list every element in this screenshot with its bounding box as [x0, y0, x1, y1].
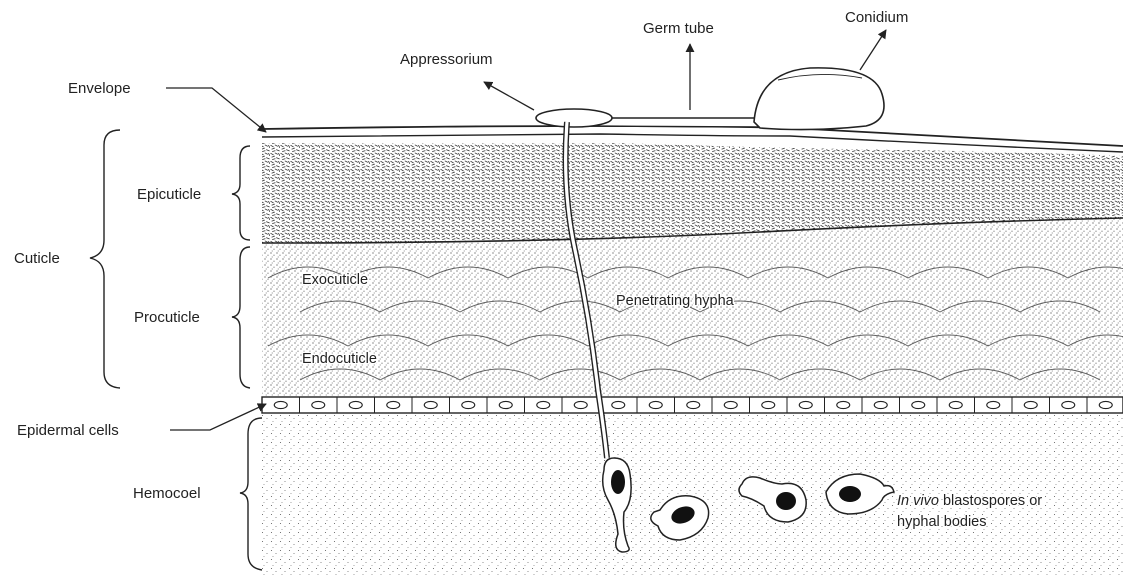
conidium-shape: [754, 68, 884, 130]
label-epidermal-cells: Epidermal cells: [17, 422, 119, 439]
epidermal-cell-nucleus: [762, 401, 775, 408]
label-hemocoel: Hemocoel: [133, 485, 201, 502]
epidermal-cell-nucleus: [987, 401, 1000, 408]
epidermal-pointer: [170, 404, 266, 430]
label-germ-tube: Germ tube: [643, 20, 714, 37]
epidermal-cell-nucleus: [349, 401, 362, 408]
epidermal-cell-nucleus: [612, 401, 625, 408]
label-blastospores-italic: In vivo: [897, 493, 939, 509]
appressorium-shape: [536, 109, 612, 127]
epidermal-cell-nucleus: [949, 401, 962, 408]
label-envelope: Envelope: [68, 80, 131, 97]
conidium-arrow: [860, 30, 886, 70]
epidermal-cell-nucleus: [1024, 401, 1037, 408]
germ-tube-shape: [590, 118, 760, 127]
label-blastospores-rest: blastospores or: [939, 493, 1042, 509]
label-blastospores-line2: hyphal bodies: [897, 514, 987, 530]
epidermal-cell-nucleus: [462, 401, 475, 408]
label-appressorium: Appressorium: [400, 51, 493, 68]
label-epicuticle: Epicuticle: [137, 186, 201, 203]
label-blastospores: In vivo blastospores or: [897, 493, 1042, 509]
epidermal-cell-nucleus: [912, 401, 925, 408]
epidermal-cell-nucleus: [649, 401, 662, 408]
epidermal-cell-nucleus: [799, 401, 812, 408]
epidermal-cell-nucleus: [274, 401, 287, 408]
epidermal-cell-nucleus: [837, 401, 850, 408]
hemocoel-brace: [240, 418, 262, 570]
appressorium-arrow: [484, 82, 534, 110]
cuticle-brace: [90, 130, 120, 388]
epidermal-cell-band: [262, 397, 1123, 413]
epicuticle-brace: [232, 146, 250, 240]
epidermal-cell-nucleus: [312, 401, 325, 408]
epidermal-cell-nucleus: [387, 401, 400, 408]
epidermal-cell-nucleus: [499, 401, 512, 408]
fungal-structures: [536, 68, 884, 130]
epidermal-cell-nucleus: [874, 401, 887, 408]
label-exocuticle: Exocuticle: [302, 272, 368, 288]
label-cuticle: Cuticle: [14, 250, 60, 267]
epidermal-cell-nucleus: [724, 401, 737, 408]
epidermal-cell-nucleus: [574, 401, 587, 408]
envelope-pointer: [166, 88, 266, 132]
label-conidium: Conidium: [845, 9, 908, 26]
epidermal-cell-nucleus: [687, 401, 700, 408]
label-endocuticle: Endocuticle: [302, 351, 377, 367]
label-penetrating-hypha: Penetrating hypha: [616, 293, 735, 309]
epidermal-cell-nucleus: [1062, 401, 1075, 408]
epidermal-cell-nucleus: [1099, 401, 1112, 408]
label-procuticle: Procuticle: [134, 309, 200, 326]
epidermal-cell-nucleus: [537, 401, 550, 408]
procuticle-brace: [232, 247, 250, 388]
epidermal-cell-nucleus: [424, 401, 437, 408]
